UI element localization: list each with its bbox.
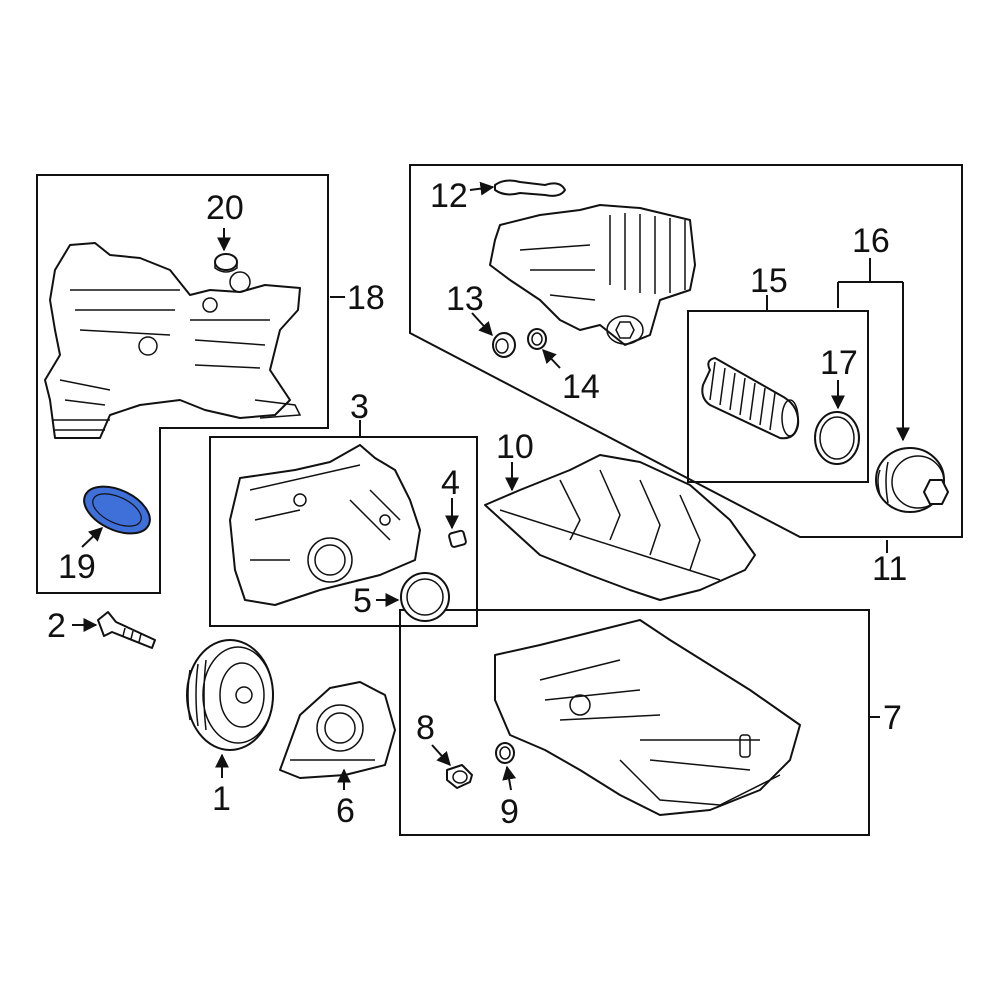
washer-part-9[interactable] xyxy=(495,742,515,764)
timing-cover-part-3[interactable] xyxy=(229,444,421,606)
callout-9: 9 xyxy=(500,793,519,831)
callout-15: 15 xyxy=(750,262,788,300)
pulley-part-1[interactable] xyxy=(186,639,274,751)
callout-18: 18 xyxy=(347,279,385,317)
callout-1: 1 xyxy=(212,780,231,818)
plug-part-13[interactable] xyxy=(492,332,516,358)
leader-8 xyxy=(431,744,451,767)
leader-13 xyxy=(471,312,493,337)
callout-12: 12 xyxy=(430,177,468,215)
group-box-7 xyxy=(399,609,870,836)
callout-2: 2 xyxy=(47,607,66,645)
crankcase-part-10[interactable] xyxy=(484,454,756,601)
seal-retainer-part-6[interactable] xyxy=(279,681,396,779)
plug-part-20[interactable] xyxy=(214,253,238,273)
callout-8: 8 xyxy=(416,709,435,747)
group-box-11 xyxy=(409,164,963,538)
filter-housing-assembly[interactable] xyxy=(489,204,696,346)
gasket-part-19[interactable] xyxy=(77,477,157,543)
oil-pan-part-7[interactable] xyxy=(494,619,801,816)
bolt-part-2[interactable] xyxy=(97,611,156,649)
oring-part-17[interactable] xyxy=(814,411,860,465)
callout-11: 11 xyxy=(872,550,907,588)
filter-element-part-15[interactable] xyxy=(701,357,800,440)
callout-3: 3 xyxy=(350,388,369,426)
callout-7: 7 xyxy=(883,699,902,737)
callout-14: 14 xyxy=(562,368,600,406)
callout-17: 17 xyxy=(820,344,858,382)
dowel-part-4[interactable] xyxy=(448,529,467,548)
callout-5: 5 xyxy=(353,582,372,620)
callout-13: 13 xyxy=(446,280,484,318)
leader-14 xyxy=(542,348,561,369)
callout-20: 20 xyxy=(206,189,244,227)
oil-housing-part-18[interactable] xyxy=(44,242,302,439)
leader-12 xyxy=(469,181,495,196)
group-box-18 xyxy=(36,174,329,594)
callout-16: 16 xyxy=(852,222,890,260)
leader-19 xyxy=(81,527,104,548)
callout-6: 6 xyxy=(336,792,355,830)
seal-part-14[interactable] xyxy=(527,328,547,350)
filter-cap-part-16[interactable] xyxy=(875,447,949,513)
gasket-part-12[interactable] xyxy=(494,179,566,197)
leader-9 xyxy=(502,765,517,791)
leader-16 xyxy=(837,258,903,440)
drain-plug-part-8[interactable] xyxy=(446,764,473,789)
group-box-15 xyxy=(687,310,869,483)
callout-4: 4 xyxy=(441,464,460,502)
callout-19: 19 xyxy=(58,548,96,586)
seal-part-5[interactable] xyxy=(400,572,450,622)
group-box-3 xyxy=(209,436,478,627)
callout-10: 10 xyxy=(496,428,534,466)
